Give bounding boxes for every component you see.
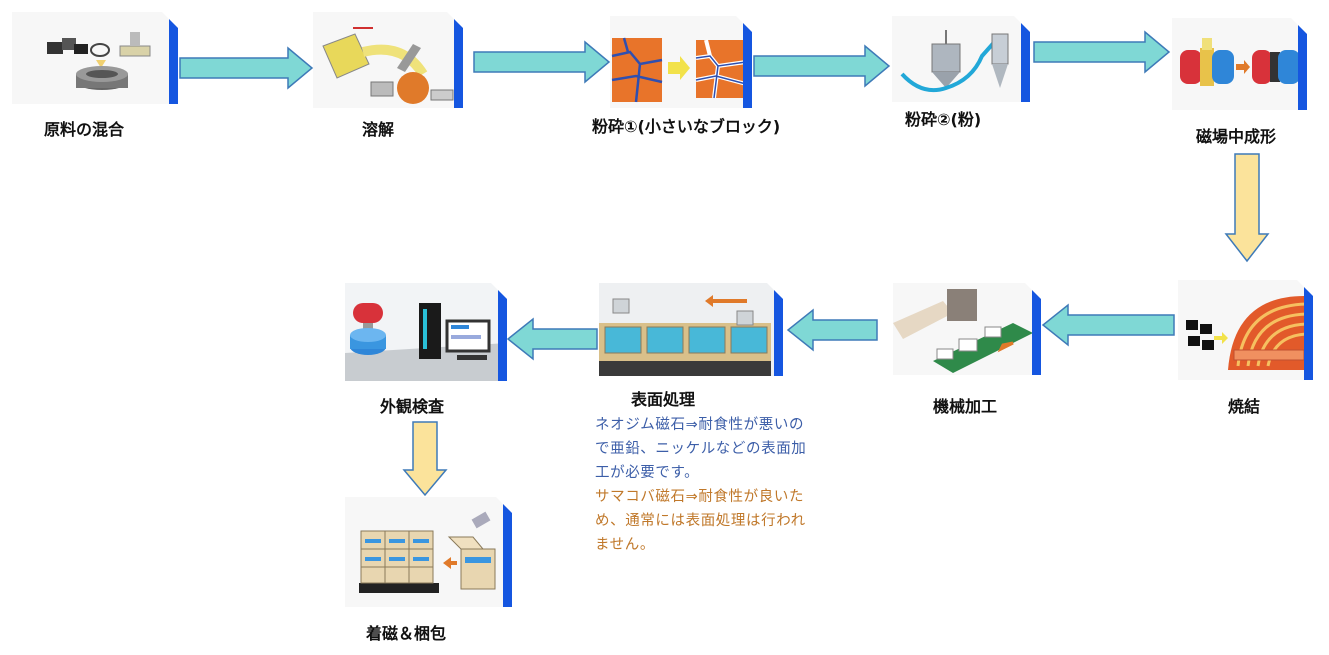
arrow-surface-to-inspection — [506, 317, 598, 361]
machining-image — [893, 283, 1041, 375]
mixing-illustration — [12, 12, 178, 104]
step-label-forming: 磁場中成形 — [1196, 127, 1277, 146]
packing-image — [345, 497, 512, 607]
step-label-inspection: 外観検査 — [380, 397, 445, 416]
step-label-sintering: 焼結 — [1228, 397, 1261, 416]
arrow-sintering-to-machining — [1041, 303, 1175, 347]
step-label-melting: 溶解 — [362, 120, 395, 139]
arrow-forming-to-sintering — [1224, 153, 1270, 263]
inspection-image — [345, 283, 507, 381]
step-label-crush1: 粉砕①(小さいなブロック) — [592, 117, 781, 136]
inspection-illustration — [345, 283, 507, 381]
step-label-surface: 表面処理 — [631, 390, 696, 409]
forming-illustration — [1172, 18, 1307, 110]
note-neodymium: ネオジム磁石⇒耐食性が悪いので亜鉛、ニッケルなどの表面加工が必要です。 — [595, 417, 807, 481]
mixing-image — [12, 12, 178, 104]
crush1-illustration — [610, 16, 752, 108]
forming-image — [1172, 18, 1307, 110]
arrow-mixing-to-melting — [179, 46, 314, 90]
crush1-image — [610, 16, 752, 108]
step-label-crush2: 粉砕②(粉) — [905, 110, 982, 129]
step-label-machining: 機械加工 — [933, 397, 998, 416]
surface-image — [599, 283, 783, 376]
step-label-packing: 着磁＆梱包 — [366, 624, 447, 643]
machining-illustration — [893, 283, 1041, 375]
step-label-mixing: 原料の混合 — [44, 120, 125, 139]
arrow-machining-to-surface — [786, 308, 878, 352]
sintering-image — [1178, 280, 1313, 380]
surface-illustration — [599, 283, 783, 376]
arrow-melting-to-crush1 — [473, 40, 611, 84]
melting-image — [313, 12, 463, 108]
packing-illustration — [345, 497, 512, 607]
arrow-crush1-to-crush2 — [753, 44, 891, 88]
note-samarium: サマコバ磁石⇒耐食性が良いため、通常には表面処理は行われません。 — [595, 489, 806, 553]
arrow-inspection-to-packing — [402, 421, 448, 497]
crush2-illustration — [892, 16, 1030, 102]
sintering-illustration — [1178, 280, 1313, 380]
crush2-image — [892, 16, 1030, 102]
arrow-crush2-to-forming — [1033, 30, 1171, 74]
melting-illustration — [313, 12, 463, 108]
surface-treatment-note: ネオジム磁石⇒耐食性が悪いので亜鉛、ニッケルなどの表面加工が必要です。 サマコバ… — [595, 413, 810, 557]
